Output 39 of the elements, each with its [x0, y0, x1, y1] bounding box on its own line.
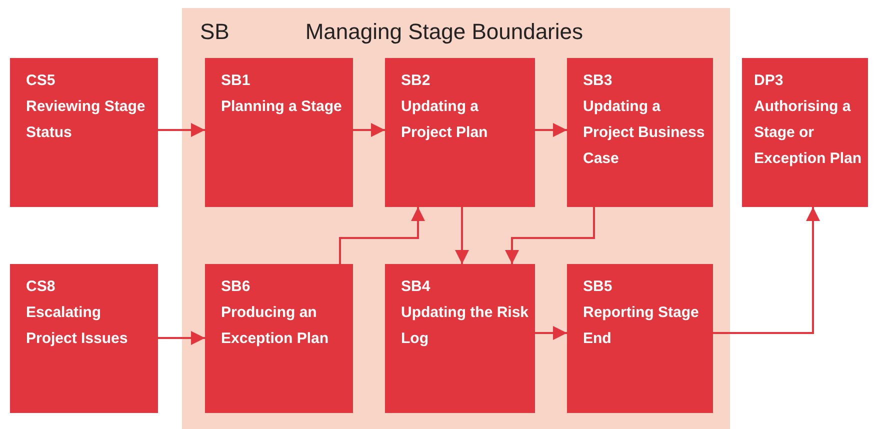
arrow: [339, 207, 425, 264]
process-code: CS5: [26, 71, 56, 91]
process-name: Updating a Project Business Case: [583, 97, 706, 169]
arrow: [158, 331, 205, 345]
process-code: SB1: [221, 71, 252, 91]
stage-group-panel: [182, 8, 730, 429]
process-name: Authorising a Stage or Exception Plan: [754, 97, 862, 169]
process-code: DP3: [754, 71, 784, 91]
process-name: Escalating Project Issues: [26, 303, 129, 349]
arrow: [158, 123, 205, 137]
arrow: [535, 326, 567, 340]
process-name: Reporting Stage End: [583, 303, 700, 349]
process-box: [742, 58, 868, 207]
process-box: [385, 58, 535, 207]
process-box: [385, 264, 535, 413]
process-code: SB6: [221, 277, 252, 297]
process-box: [10, 58, 158, 207]
process-code: SB3: [583, 71, 614, 91]
process-box: [567, 58, 713, 207]
arrow: [535, 123, 567, 137]
process-name: Planning a Stage: [221, 97, 343, 117]
process-box: [567, 264, 713, 413]
process-code: SB5: [583, 277, 614, 297]
process-name: Updating a Project Plan: [401, 97, 489, 143]
process-name: Updating the Risk Log: [401, 303, 529, 349]
process-box: [205, 58, 353, 207]
process-code: SB4: [401, 277, 432, 297]
process-code: CS8: [26, 277, 56, 297]
group-title: Managing Stage Boundaries: [305, 18, 584, 46]
arrow: [713, 207, 820, 334]
process-name: Reviewing Stage Status: [26, 97, 146, 143]
process-box: [205, 264, 353, 413]
arrow: [455, 207, 469, 264]
arrow: [353, 123, 385, 137]
process-name: Producing an Exception Plan: [221, 303, 330, 349]
process-box: [10, 264, 158, 413]
process-code: SB2: [401, 71, 432, 91]
group-title: SB: [200, 18, 230, 46]
arrow: [505, 207, 595, 264]
